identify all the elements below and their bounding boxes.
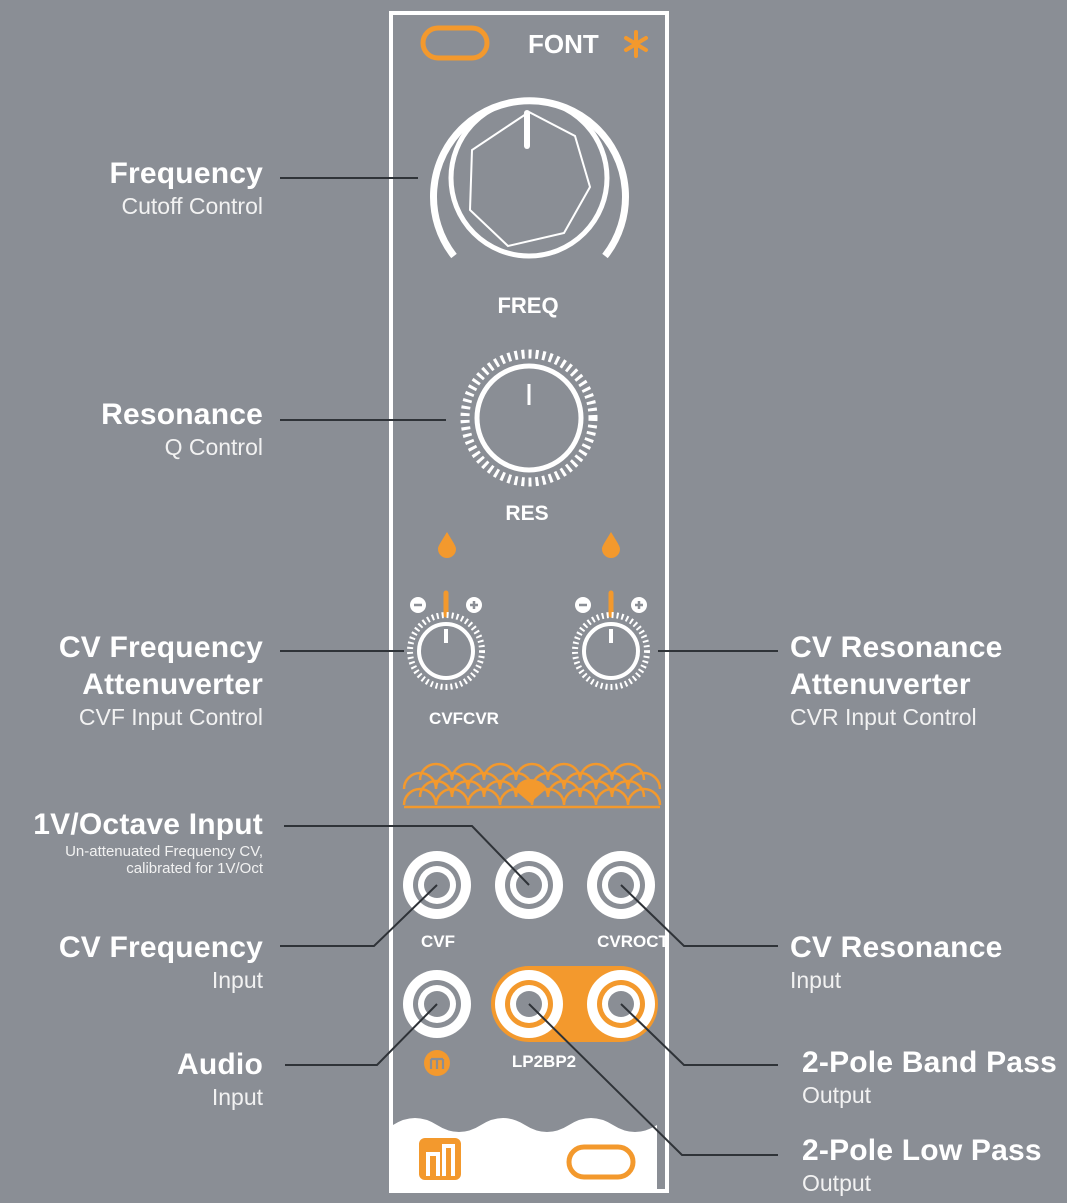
callout-title: Frequency: [109, 157, 263, 190]
callout-subtitle-line1: Un-attenuated Frequency CV,: [65, 843, 263, 860]
callout-cv-frequency-input: CV Frequency Input: [59, 931, 263, 993]
callout-lp-output: 2-Pole Low Pass Output: [802, 1134, 1042, 1196]
callout-title: CV Frequency: [58, 931, 263, 964]
drop-icon: [438, 532, 456, 558]
audio-in-icon: [424, 1050, 450, 1076]
mount-hole-top: [420, 25, 490, 61]
cvf-jack-label: CVF: [421, 932, 455, 951]
brand-text: FONT: [528, 29, 599, 59]
callout-bp-output: 2-Pole Band Pass Output: [802, 1046, 1057, 1108]
callout-subtitle: Q Control: [164, 434, 263, 460]
cvf-attenuverter-markers: [410, 590, 482, 618]
callout-subtitle: Input: [790, 967, 842, 993]
cvr-knob-scale: [572, 612, 650, 690]
res-label: RES: [505, 502, 548, 525]
cvr-attenuverter-knob[interactable]: [582, 622, 640, 680]
callout-leaders: [280, 177, 778, 1156]
module-panel: [389, 11, 669, 1193]
callout-title: Resonance: [101, 398, 263, 431]
callout-title: 2-Pole Band Pass: [802, 1046, 1057, 1079]
callout-subtitle: Cutoff Control: [121, 193, 263, 219]
cvf-attenuverter-knob[interactable]: [417, 622, 475, 680]
outputs-label: LP2BP2: [512, 1052, 576, 1071]
scale-accent: [516, 779, 544, 803]
cv-knobs-label: CVFCVR: [429, 709, 499, 728]
callout-title-line2: Attenuverter: [82, 668, 263, 701]
callout-subtitle: Output: [802, 1082, 872, 1108]
freq-label: FREQ: [497, 293, 558, 318]
maker-logo-icon: [419, 1138, 461, 1180]
callout-resonance: Resonance Q Control: [101, 398, 263, 460]
callout-subtitle: Input: [211, 967, 263, 993]
callout-audio-input: Audio Input: [177, 1048, 263, 1110]
callout-subtitle: Output: [802, 1170, 872, 1196]
res-knob-scale: [460, 349, 598, 487]
callout-title-line1: CV Resonance: [790, 631, 1003, 664]
callout-frequency: Frequency Cutoff Control: [109, 157, 263, 219]
callout-cv-resonance-input: CV Resonance Input: [790, 931, 1002, 993]
callout-subtitle: Input: [211, 1084, 263, 1110]
callout-subtitle-line2: calibrated for 1V/Oct: [126, 859, 263, 877]
callout-title-line2: Attenuverter: [790, 668, 971, 701]
callout-subtitle: CVF Input Control: [78, 704, 263, 730]
res-knob[interactable]: [474, 363, 584, 473]
cvf-knob-scale: [407, 612, 485, 690]
callout-title: CV Resonance: [790, 931, 1003, 964]
callout-subtitle: CVR Input Control: [790, 704, 977, 730]
cvr-attenuverter-markers: [575, 590, 647, 618]
callout-voct-input: 1V/Octave Input Un-attenuated Frequency …: [33, 808, 263, 877]
callout-title: 2-Pole Low Pass: [802, 1134, 1042, 1167]
callout-title: Audio: [177, 1048, 263, 1081]
callout-cv-resonance-attenuverter: CV Resonance Attenuverter CVR Input Cont…: [790, 631, 1002, 730]
cvr-oct-jack-label: CVROCT: [597, 932, 669, 951]
callout-title-line1: CV Frequency: [58, 631, 263, 664]
mount-hole-bottom: [566, 1144, 636, 1180]
callout-title: 1V/Octave Input: [33, 808, 263, 841]
freq-knob[interactable]: [448, 97, 610, 259]
callout-cv-frequency-attenuverter: CV Frequency Attenuverter CVF Input Cont…: [59, 631, 263, 730]
asterisk-icon: [624, 30, 648, 58]
drop-icon: [602, 532, 620, 558]
